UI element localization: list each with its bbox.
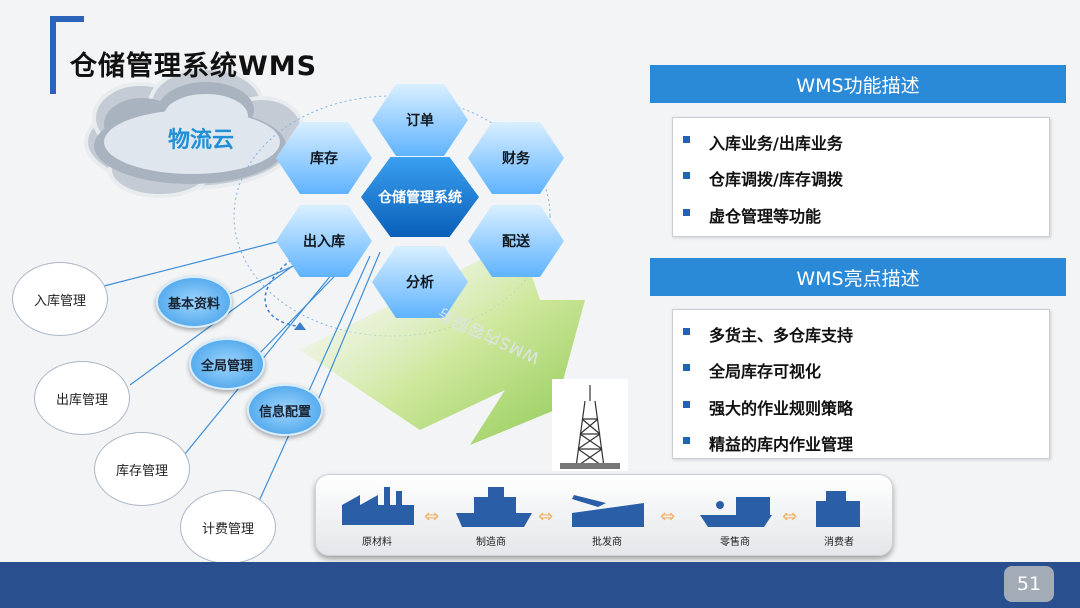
svg-text:⇔: ⇔ [538,506,553,527]
ship-icon [456,487,532,527]
page-title: 仓储管理系统WMS [70,51,318,82]
svg-text:⇔: ⇔ [424,506,439,527]
circle-inbound: 入库管理 [12,262,108,336]
highlight-item: 精益的库内作业管理 [682,431,853,455]
highlight-item: 多货主、多仓库支持 [682,322,853,346]
circle-basic-data: 基本资料 [156,276,232,328]
hex-delivery: 配送 [468,205,564,277]
hex-inventory: 库存 [276,122,372,194]
function-item: 仓库调拨/库存调拨 [683,166,843,190]
green-arrow [300,240,585,445]
highlight-item: 强大的作业规则策略 [682,395,853,419]
circle-billing: 计费管理 [180,490,276,564]
hex-order: 订单 [372,84,468,156]
circle-info-config: 信息配置 [247,384,323,436]
dashed-ring [233,95,551,337]
panel-function-header: WMS功能描述 [650,65,1066,103]
store-icon [700,497,772,527]
highlight-item: 全局库存可视化 [682,358,821,382]
chain-label: 批发商 [592,537,622,548]
svg-text:⇔: ⇔ [660,506,675,527]
circle-stock: 库存管理 [94,432,190,506]
chain-label: 零售商 [720,537,750,548]
tower-image [552,379,628,471]
supply-chain-bar: ⇔ ⇔ ⇔ ⇔ 原材料 制造商 批发商 零售商 消费者 [315,474,893,556]
plane-icon [572,495,644,527]
circle-outbound: 出库管理 [34,361,130,435]
tower-icon [560,385,620,469]
panel-highlight-body: 多货主、多仓库支持 全局库存可视化 强大的作业规则策略 精益的库内作业管理 [672,309,1050,459]
hex-inout: 出入库 [276,205,372,277]
circle-global-mgmt: 全局管理 [189,338,265,390]
title-bracket [50,16,84,94]
chain-label: 原材料 [362,537,392,548]
panel-highlight-header: WMS亮点描述 [650,258,1066,296]
consumer-icon [816,491,860,527]
chain-label: 消费者 [824,537,854,548]
cloud-label: 物流云 [168,128,235,153]
supply-chain-icons: ⇔ ⇔ ⇔ ⇔ [342,487,860,527]
function-item: 入库业务/出库业务 [683,130,843,154]
svg-text:⇔: ⇔ [782,506,797,527]
footer-bar [0,562,1080,608]
hex-analysis: 分析 [372,246,468,318]
factory-icon [342,487,414,525]
panel-function-body: 入库业务/出库业务 仓库调拨/库存调拨 虚仓管理等功能 [672,117,1050,237]
chain-label: 制造商 [476,537,506,548]
hex-finance: 财务 [468,122,564,194]
function-item: 虚仓管理等功能 [682,203,821,227]
page-number: 51 [1004,566,1054,602]
